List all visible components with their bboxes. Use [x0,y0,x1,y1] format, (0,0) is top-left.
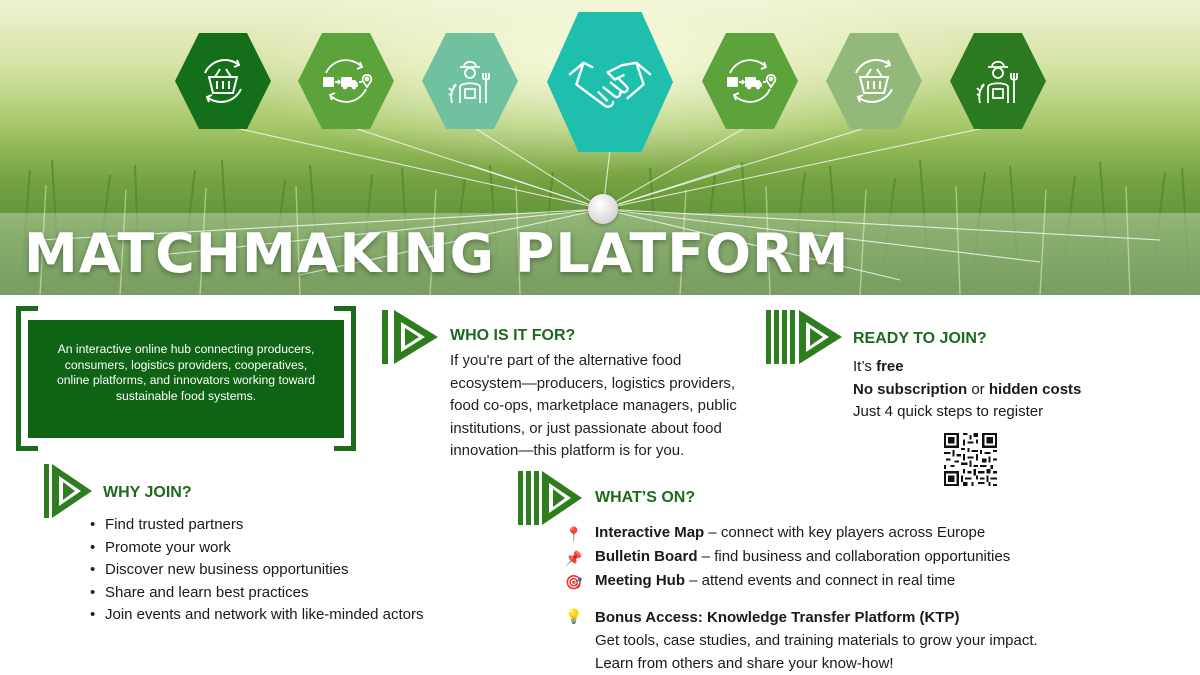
ready-heading: READY TO JOIN? [853,330,987,347]
basket-cycle-icon [826,33,922,129]
bonus-title: Bonus Access: Knowledge Transfer Platfor… [595,609,960,626]
lightbulb-icon: 💡 [565,608,583,624]
fast-forward-arrow-icon [518,471,582,525]
who-line: If you're part of the alternative food [450,352,682,369]
left-bracket-decoration [16,306,38,451]
who-line: institutions, or just passionate about f… [450,419,722,437]
who-paragraph: If you're part of the alternative food e… [450,350,770,463]
connection-hub-dot [588,194,618,224]
list-item: Discover new business opportunities [88,559,424,582]
who-line: food co-ops, marketplace managers, publi… [450,397,737,414]
why-list: Find trusted partners Promote your work … [88,514,424,627]
who-line: ecosystem—producers, logistics providers… [450,374,736,392]
who-heading: WHO IS IT FOR? [450,327,576,344]
target-icon: 🎯 [565,574,583,590]
free-emphasis: free [876,358,904,375]
ready-line-steps: Just 4 quick steps to register [853,403,1044,420]
basket-cycle-icon [175,33,271,129]
ready-line-costs: No subscription or hidden costs [853,380,1082,398]
whats-heading: WHAT’S ON? [595,489,696,506]
farmer-icon [422,33,518,129]
intro-text: An interactive online hub connecting pro… [28,320,344,438]
pushpin-icon: 📌 [565,550,583,566]
list-item: Promote your work [88,537,424,560]
delivery-cycle-icon [702,33,798,129]
play-arrow-icon [382,310,438,364]
list-item: Find trusted partners [88,514,424,537]
list-item: Share and learn best practices [88,582,424,605]
round-pushpin-icon: 📍 [565,526,583,542]
fast-forward-arrow-icon [766,310,842,364]
hero-banner: MATCHMAKING PLATFORM [0,0,1200,295]
ready-details: It’s free No subscription or hidden cost… [853,356,1081,424]
who-line: innovation—this platform is for you. [450,442,685,459]
bonus-line: Get tools, case studies, and training ma… [595,632,1038,649]
play-arrow-icon [44,464,92,518]
page-title: MATCHMAKING PLATFORM [24,222,850,285]
farmer-icon [950,33,1046,129]
qr-code[interactable] [944,433,997,486]
ready-line-free: It’s free [853,358,904,375]
title-band [0,213,1200,295]
intro-card: An interactive online hub connecting pro… [16,306,356,451]
list-item: Join events and network with like-minded… [88,604,424,627]
right-bracket-decoration [334,306,356,451]
why-heading: WHY JOIN? [103,484,192,501]
bonus-line: Learn from others and share your know-ho… [595,655,894,672]
delivery-cycle-icon [298,33,394,129]
